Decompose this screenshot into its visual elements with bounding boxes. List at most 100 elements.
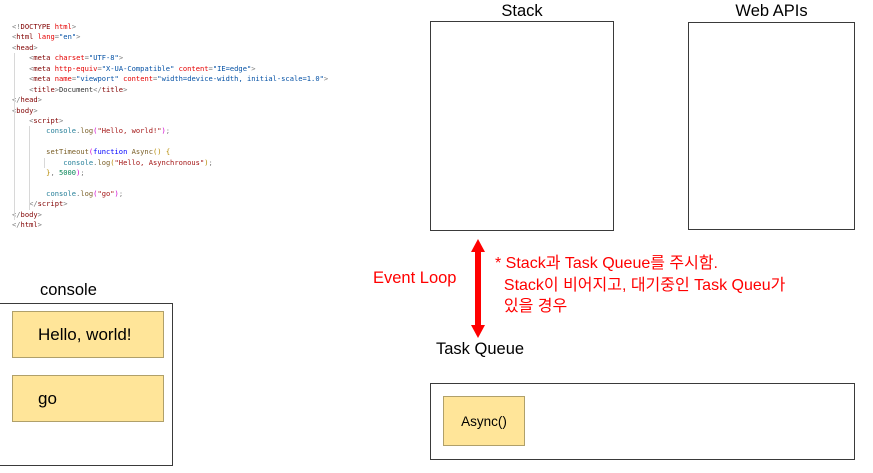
code-token: () [152, 147, 162, 157]
code-token: function [93, 147, 128, 157]
indent-guide [29, 157, 30, 169]
code-token: < [12, 53, 34, 63]
code-line: <head> [0, 43, 400, 53]
code-token: ) [76, 168, 81, 178]
task-queue-item[interactable]: Async() [443, 396, 525, 446]
indent-guide [14, 63, 15, 75]
indent-guide [29, 189, 30, 200]
code-line: <meta http-equiv="X-UA-Compatible" conte… [0, 63, 400, 75]
indent-guide [14, 115, 15, 127]
code-token: meta [33, 53, 51, 63]
code-token: Document [59, 84, 94, 94]
code-token: http-equiv [54, 63, 98, 73]
indent-guide [14, 126, 15, 137]
stack-box[interactable] [430, 21, 614, 231]
code-token: > [37, 209, 42, 219]
code-token: title [33, 84, 55, 94]
code-token: console [46, 126, 77, 136]
code-token: html [16, 32, 34, 42]
indent-guide [29, 147, 30, 158]
indent-guide [14, 209, 15, 221]
code-token: ( [88, 147, 94, 157]
code-line: setTimeout(function Async() { [0, 147, 400, 158]
code-line: <title>Document</title> [0, 84, 400, 96]
code-token: </ [93, 84, 102, 94]
code-token: "UTF-8" [88, 53, 119, 63]
code-token: > [37, 220, 42, 230]
code-token: = [208, 63, 213, 73]
code-line: <!DOCTYPE html> [0, 22, 400, 32]
indent-guide [29, 178, 30, 189]
code-token: meta [33, 74, 51, 84]
code-token: ( [93, 126, 98, 136]
indent-guide [14, 84, 15, 96]
code-token: > [71, 22, 77, 31]
code-token: charset [54, 53, 85, 63]
code-token: ) [204, 157, 209, 167]
code-token: setTimeout [46, 147, 89, 157]
code-token: } [46, 168, 51, 178]
code-token: log [80, 126, 94, 136]
code-token: title [101, 84, 124, 94]
code-line: <script> [0, 115, 400, 127]
code-token: "IE=edge" [212, 63, 252, 73]
code-line: </html> [0, 220, 400, 230]
indent-guide [14, 95, 15, 106]
code-token: log [80, 189, 94, 198]
code-token: "viewport" [76, 74, 119, 84]
indent-guide [29, 168, 30, 179]
indent-guide [14, 178, 15, 189]
code-token: <! [12, 22, 21, 31]
code-token: < [12, 63, 34, 73]
code-token: head [16, 42, 34, 52]
event-loop-label: Event Loop [373, 269, 457, 287]
code-token: body [16, 105, 34, 115]
console-item[interactable]: go [12, 375, 164, 422]
code-token: console [46, 189, 77, 198]
code-token: "width=device-width, initial-scale=1.0" [157, 74, 324, 84]
code-editor-pane[interactable]: <!DOCTYPE html><html lang="en"><head> <m… [0, 22, 400, 252]
code-listing[interactable]: <!DOCTYPE html><html lang="en"><head> <m… [0, 22, 400, 231]
code-token: < [12, 32, 17, 42]
code-token: = [153, 74, 158, 84]
code-token: ) [161, 126, 166, 136]
code-token: script [33, 115, 59, 125]
code-token: log [97, 157, 111, 167]
code-token: "go" [97, 189, 115, 198]
code-token: </ [12, 209, 21, 219]
code-token [12, 158, 63, 167]
code-line: <html lang="en"> [0, 32, 400, 42]
code-token: > [58, 115, 64, 125]
console-item[interactable]: Hello, world! [12, 311, 164, 358]
indent-guide [14, 189, 15, 200]
indent-guide [14, 53, 15, 64]
code-token: html [20, 220, 38, 230]
code-token: , [50, 168, 59, 178]
indent-guide [29, 199, 30, 210]
code-line: console.log("Hello, world!"); [0, 126, 400, 137]
code-token: < [12, 42, 17, 52]
indent-guide [14, 157, 15, 169]
code-line: console.log("go"); [0, 189, 400, 200]
code-line: console.log("Hello, Asynchronous"); [0, 157, 400, 169]
code-token: > [33, 42, 38, 52]
code-token: > [63, 199, 68, 209]
code-line [0, 136, 400, 148]
code-token: ; [80, 168, 85, 178]
console-title: console [40, 281, 97, 299]
code-token: > [323, 74, 329, 84]
web-apis-title: Web APIs [735, 2, 808, 20]
indent-guide [44, 157, 45, 169]
code-token: > [54, 84, 59, 94]
code-token: ; [208, 157, 213, 167]
code-token: ; [165, 126, 171, 136]
code-token: . [76, 189, 81, 198]
code-token: "Hello, Asynchronous" [114, 157, 205, 167]
code-line: <meta charset="UTF-8"> [0, 53, 400, 64]
code-token: "Hello, world!" [97, 126, 162, 136]
code-line: <body> [0, 105, 400, 116]
code-token: "X-UA-Compatible" [101, 63, 175, 73]
web-apis-box[interactable] [688, 22, 855, 230]
code-token: . [93, 157, 98, 167]
indent-guide [14, 105, 15, 116]
